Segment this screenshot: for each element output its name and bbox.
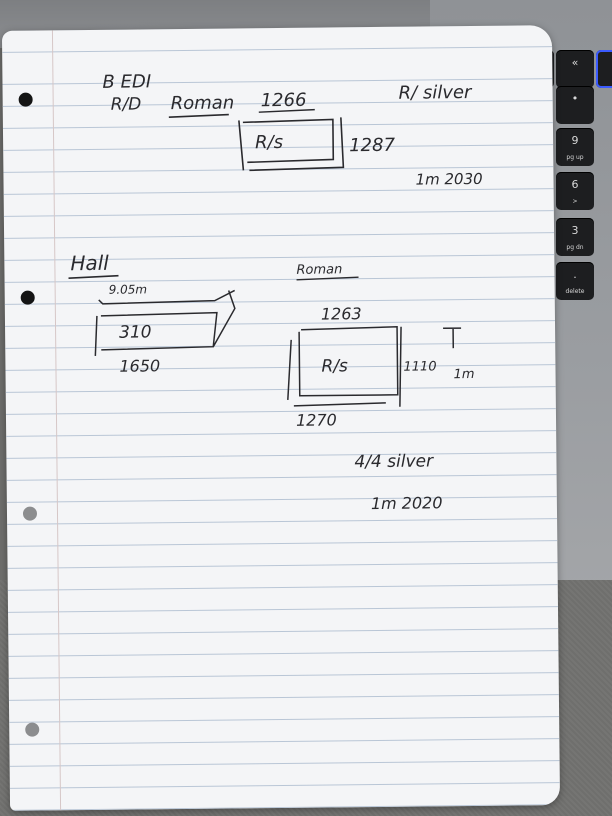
box1-note: 1m 2030 xyxy=(415,170,482,189)
roman-side-2: 1m xyxy=(453,367,474,382)
note-top-right: R/ silver xyxy=(398,82,473,104)
underline-1266 xyxy=(258,108,315,113)
hall-title: Hall xyxy=(70,251,109,275)
bottom-note-1: 4/4 silver xyxy=(354,451,434,472)
roman-top: 1263 xyxy=(321,304,362,323)
roman-title: Roman xyxy=(296,262,342,277)
roman-box-label: R/s xyxy=(321,356,348,376)
hall-bottom: 1650 xyxy=(119,356,160,375)
key-backspace[interactable]: « xyxy=(556,50,594,88)
key-top-right[interactable] xyxy=(596,50,612,88)
hall-box-label: 310 xyxy=(119,322,152,342)
note-top-name: Roman xyxy=(171,92,235,114)
handwriting-layer: B EDI R/D Roman 1266 R/ silver R/s 1287 … xyxy=(68,71,483,513)
sketch-roman-box xyxy=(287,326,402,407)
roman-bottom: 1270 xyxy=(296,410,337,429)
roman-side: 1110 xyxy=(403,359,436,374)
key-6[interactable]: 6> xyxy=(556,172,594,210)
sketch-box-1 xyxy=(238,117,345,172)
underline-hall xyxy=(68,274,119,280)
underline-roman xyxy=(168,113,229,118)
sketch-hall-box xyxy=(94,289,236,356)
t-mark xyxy=(443,327,462,349)
hall-top: 9.05m xyxy=(109,282,148,296)
note-top-prefix: R/D xyxy=(111,94,142,114)
note-top-number: 1266 xyxy=(261,90,307,111)
bottom-note-2: 1m 2020 xyxy=(371,493,443,513)
key-delete[interactable]: .delete xyxy=(556,262,594,300)
note-top-left-code: B EDI xyxy=(102,71,151,93)
box1-side: 1287 xyxy=(349,135,396,156)
notepad-page: B EDI R/D Roman 1266 R/ silver R/s 1287 … xyxy=(1,25,561,811)
underline-roman-2 xyxy=(296,276,359,281)
box1-label: R/s xyxy=(255,132,283,153)
key-dot[interactable]: • xyxy=(556,86,594,124)
